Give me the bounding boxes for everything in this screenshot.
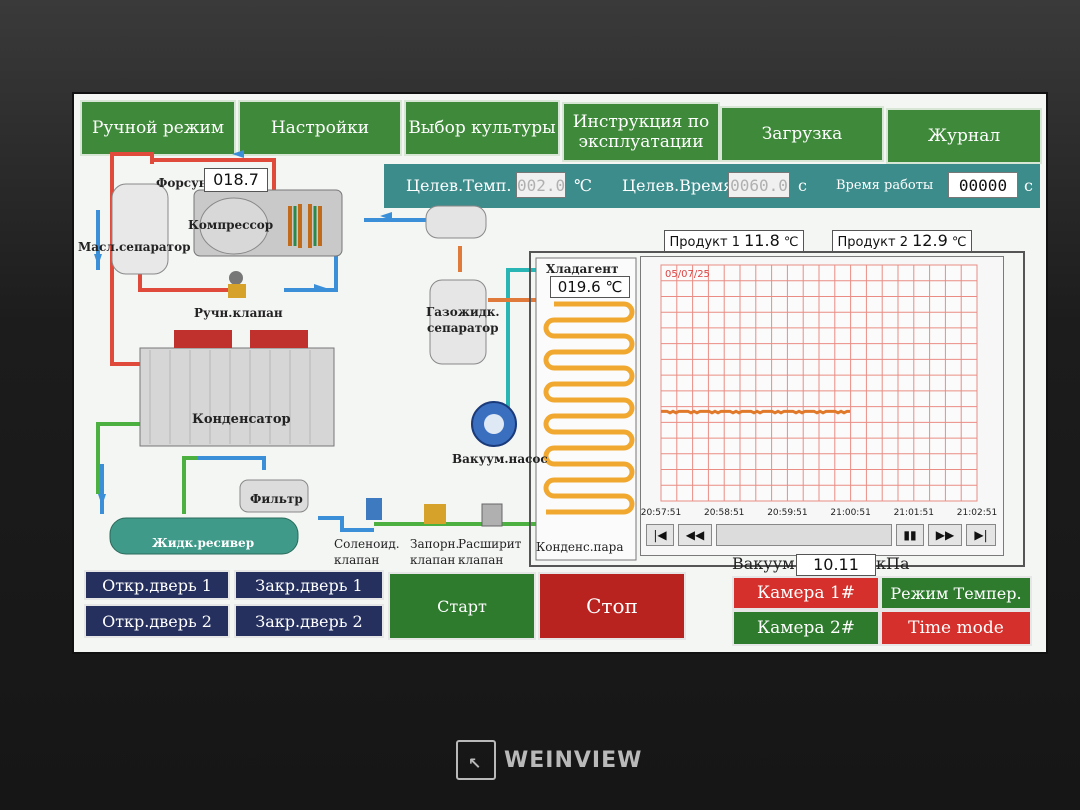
chart-x-tick-label: 21:00:51 xyxy=(830,508,870,517)
run-time-unit: с xyxy=(1024,176,1033,195)
stop-button[interactable]: Стоп xyxy=(538,572,686,640)
target-time-label: Целев.Время xyxy=(622,176,734,195)
brand-logo: ↖ WEINVIEW xyxy=(456,740,642,780)
chart-pause-button[interactable]: ▮▮ xyxy=(896,524,924,546)
trend-chart: 05/07/25 20:57:51 20:58:51 20:59:51 21:00:51… xyxy=(640,256,1004,556)
hmi-screen: Ручной режим Настройки Выбор культуры Ин… xyxy=(72,92,1048,654)
open-door2-button[interactable]: Откр.дверь 2 xyxy=(84,604,230,638)
receiver-label: Жидк.ресивер xyxy=(152,536,255,550)
camera2-button[interactable]: Камера 2# xyxy=(732,610,880,646)
refrigeration-schematic xyxy=(94,150,1025,567)
chart-first-button[interactable]: |◀ xyxy=(646,524,674,546)
menu-manual-mode[interactable]: Ручной режим xyxy=(80,100,236,156)
brand-text: WEINVIEW xyxy=(504,747,643,773)
condenser-label: Конденсатор xyxy=(192,412,291,427)
close-door2-button[interactable]: Закр.дверь 2 xyxy=(234,604,384,638)
vacuum-readout: 10.11 xyxy=(796,554,876,576)
menu-crop-choice[interactable]: Выбор культуры xyxy=(404,100,560,156)
chart-last-button[interactable]: ▶| xyxy=(966,524,996,546)
oil-separator-label: Масл.сепаратор xyxy=(78,240,191,254)
solenoid-valve-label: Соленоид.клапан xyxy=(334,537,400,567)
trend-plot: 05/07/25 20:57:51 20:58:51 20:59:51 21:00:51… xyxy=(641,264,997,518)
product2-readout: Продукт 2 12.9 ℃ xyxy=(832,230,972,252)
menu-label: Ручной режим xyxy=(91,118,225,138)
chart-x-tick-label: 21:01:51 xyxy=(894,508,934,517)
start-button[interactable]: Старт xyxy=(388,572,536,640)
time-mode-button[interactable]: Time mode xyxy=(880,610,1032,646)
menu-label: Выбор культуры xyxy=(408,118,556,138)
gas-liquid-separator-label: Газожидк.сепаратор xyxy=(426,305,500,335)
vacuum-pump-label: Вакуум.насос xyxy=(452,452,548,466)
chart-forward-button[interactable]: ▶▶ xyxy=(928,524,962,546)
nozzle-label: Форсун xyxy=(156,176,208,190)
vacuum-label: Вакуум xyxy=(732,554,795,573)
filter-label: Фильтр xyxy=(250,492,303,506)
parameters-bar: Целев.Темп. 002.0 ℃ Целев.Время 0060.0 с… xyxy=(384,164,1040,208)
menu-label: Журнал xyxy=(927,126,1001,146)
vacuum-unit: кПа xyxy=(876,554,910,573)
chart-rewind-button[interactable]: ◀◀ xyxy=(678,524,712,546)
compressor-label: Компрессор xyxy=(188,218,274,232)
nozzle-readout: 018.7 xyxy=(204,168,268,192)
manual-valve-label: Ручн.клапан xyxy=(194,306,283,320)
chart-x-tick-label: 20:58:51 xyxy=(704,508,744,517)
refrigerant-readout: 019.6 ℃ xyxy=(550,276,630,298)
target-time-field[interactable]: 0060.0 xyxy=(728,172,790,198)
chart-scrollbar[interactable] xyxy=(716,524,892,546)
time-unit: с xyxy=(798,176,807,195)
chart-x-tick-label: 20:57:51 xyxy=(641,508,681,517)
open-door1-button[interactable]: Откр.дверь 1 xyxy=(84,570,230,600)
steam-condenser-label: Конденс.пара xyxy=(536,540,624,554)
run-time-field: 00000 xyxy=(948,172,1018,198)
temp-mode-button[interactable]: Режим Темпер. xyxy=(880,576,1032,610)
menu-settings[interactable]: Настройки xyxy=(238,100,402,156)
camera1-button[interactable]: Камера 1# xyxy=(732,576,880,610)
menu-label: Настройки xyxy=(270,118,370,138)
close-door1-button[interactable]: Закр.дверь 1 xyxy=(234,570,384,600)
menu-journal[interactable]: Журнал xyxy=(886,108,1042,164)
weinview-logo-icon: ↖ xyxy=(456,740,496,780)
target-temp-field[interactable]: 002.0 xyxy=(516,172,566,198)
chart-series-line xyxy=(661,409,850,415)
chart-date-label: 05/07/25 xyxy=(665,269,710,280)
menu-label: Загрузка xyxy=(761,124,843,144)
chart-x-tick-label: 21:02:51 xyxy=(957,508,997,517)
target-temp-label: Целев.Темп. xyxy=(406,176,512,195)
temp-unit: ℃ xyxy=(574,176,592,195)
run-time-label: Время работы xyxy=(836,178,934,193)
chart-x-tick-label: 20:59:51 xyxy=(767,508,807,517)
product1-readout: Продукт 1 11.8 ℃ xyxy=(664,230,804,252)
shutoff-valve-label: Запорн.клапан xyxy=(410,537,460,567)
refrigerant-label: Хладагент xyxy=(546,262,619,276)
menu-loading[interactable]: Загрузка xyxy=(720,106,884,162)
